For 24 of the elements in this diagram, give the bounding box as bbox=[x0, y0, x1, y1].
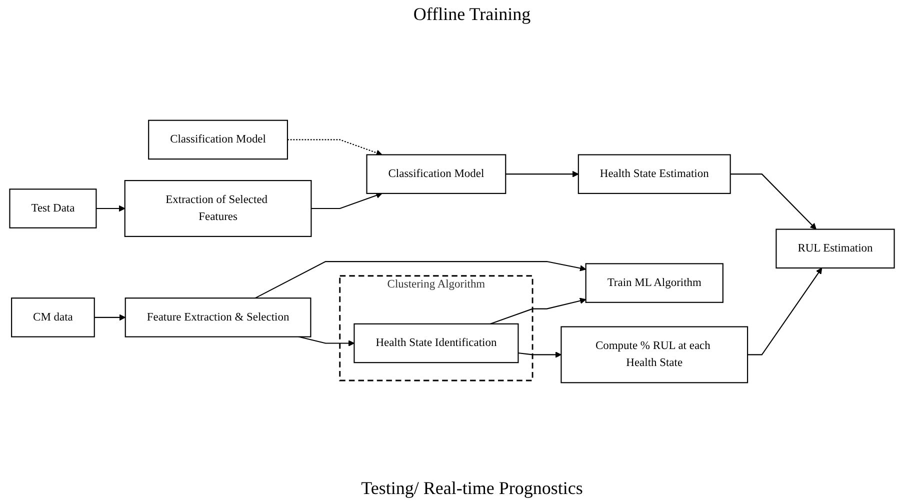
arrow bbox=[748, 268, 822, 356]
node-box: Train ML Algorithm bbox=[585, 263, 724, 303]
node-box: Feature Extraction & Selection bbox=[124, 298, 312, 338]
arrow bbox=[730, 174, 816, 230]
arrow bbox=[255, 261, 586, 299]
arrow bbox=[506, 170, 579, 178]
node-box: Compute % RUL at each Health State bbox=[560, 326, 748, 384]
node-box: Extraction of Selected Features bbox=[124, 180, 312, 237]
arrow bbox=[518, 352, 562, 358]
arrow bbox=[298, 336, 354, 346]
node-box: CM data bbox=[11, 298, 95, 338]
arrow bbox=[94, 314, 126, 321]
section-label: Offline Training bbox=[413, 4, 531, 25]
node-box: Test Data bbox=[9, 188, 97, 228]
node-box: RUL Estimation bbox=[776, 228, 895, 269]
node-box: Classification Model bbox=[366, 154, 506, 194]
arrow bbox=[490, 298, 586, 324]
arrow bbox=[287, 139, 382, 156]
node-box: Classification Model bbox=[148, 120, 288, 160]
arrow bbox=[96, 205, 126, 212]
node-box: Health State Estimation bbox=[578, 154, 731, 194]
arrow bbox=[311, 192, 382, 210]
section-label: Testing/ Real-time Prognostics bbox=[361, 478, 583, 499]
node-box: Health State Identification bbox=[354, 323, 519, 364]
